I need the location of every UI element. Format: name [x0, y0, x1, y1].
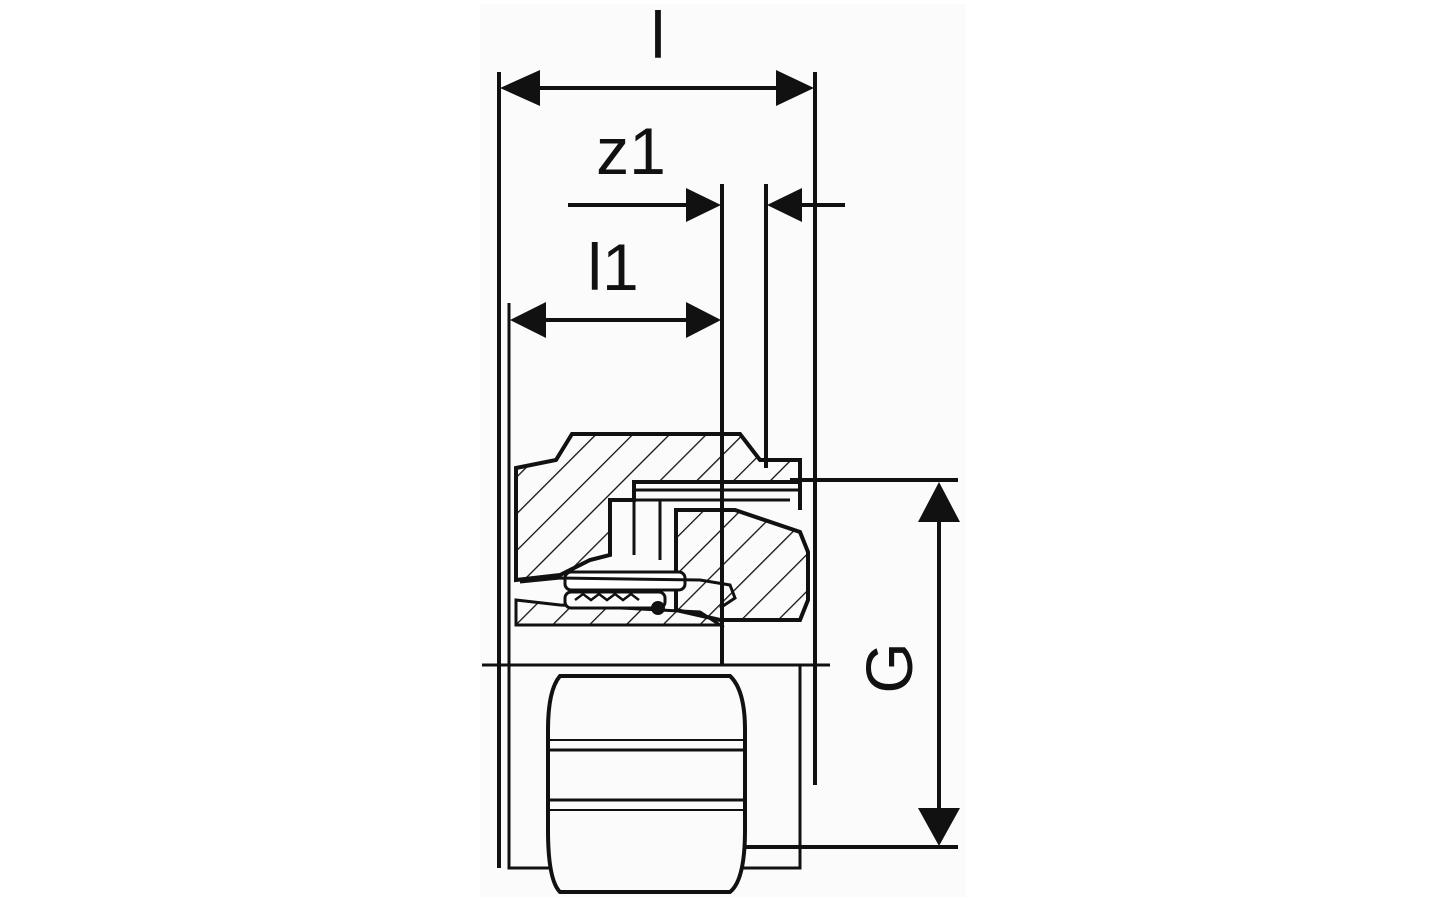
arrowhead-z1-right: [767, 188, 802, 222]
dimension-label-z1: z1: [596, 114, 666, 188]
dimension-label-l1: l1: [587, 230, 638, 304]
outside-view: [507, 663, 802, 894]
hex-nut-outline: [546, 674, 747, 894]
arrowhead-g-bottom: [918, 808, 960, 846]
dimension-label-g: G: [852, 642, 926, 693]
arrowhead-g-top: [918, 482, 960, 522]
fitting-body-section: [514, 432, 802, 583]
arrowhead-z1-left: [686, 188, 721, 222]
dimension-label-l: l: [651, 0, 666, 72]
sleeve-section: [514, 598, 726, 627]
arrowhead-right: [776, 70, 814, 106]
dimension-z1: z1: [568, 114, 845, 665]
arrowhead-l1-right: [686, 302, 721, 338]
dimension-g: G: [718, 478, 960, 849]
seal-teeth: [574, 592, 640, 602]
dimension-l1: l1: [507, 230, 721, 868]
arrowhead-left: [500, 70, 540, 106]
o-ring-dot: [651, 601, 665, 615]
section-view: [514, 432, 810, 627]
seal-contour: [519, 576, 737, 610]
arrowhead-l1-left: [510, 302, 546, 338]
seal-ring: [563, 590, 667, 610]
